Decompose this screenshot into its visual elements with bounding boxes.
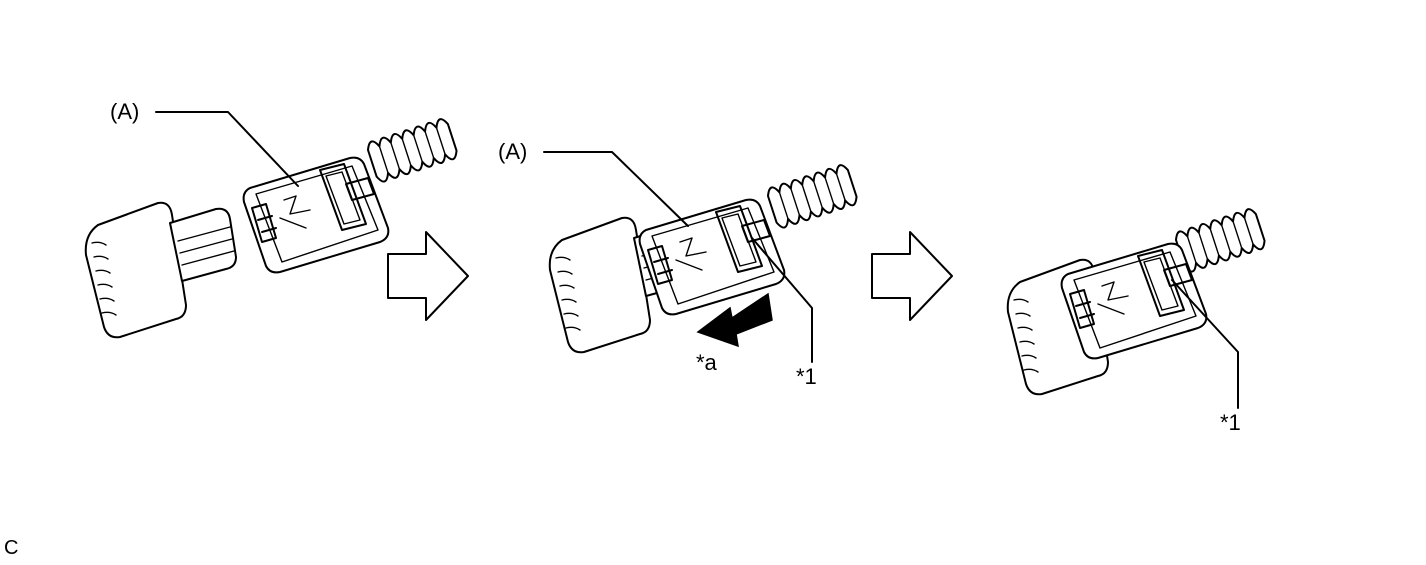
figure-code: C [4,537,19,559]
step2-label-star-1: *1 [796,364,817,389]
step1-group [84,111,460,339]
step3-label-star-1: *1 [1220,410,1241,435]
step3-leader-line-1 [1171,279,1239,409]
step1-mating-connector [84,201,237,339]
step2-leader-line-1 [751,237,813,363]
step1-connector-housing [242,156,390,274]
solid-left-arrow-icon [696,292,773,348]
hollow-right-arrow-icon [387,231,469,321]
step2-group [543,151,860,363]
step2-label-a: (A) [498,139,528,164]
step2-label-star-a: *a [696,350,717,375]
step2-leader-line-a [543,151,689,227]
step1-label-a: (A) [110,99,140,124]
step1-wire-harness [364,116,460,185]
step3-group [1006,206,1268,409]
hollow-right-arrow-icon [871,231,953,321]
step1-leader-line-a [155,111,299,187]
step2-wire-harness [764,162,860,231]
